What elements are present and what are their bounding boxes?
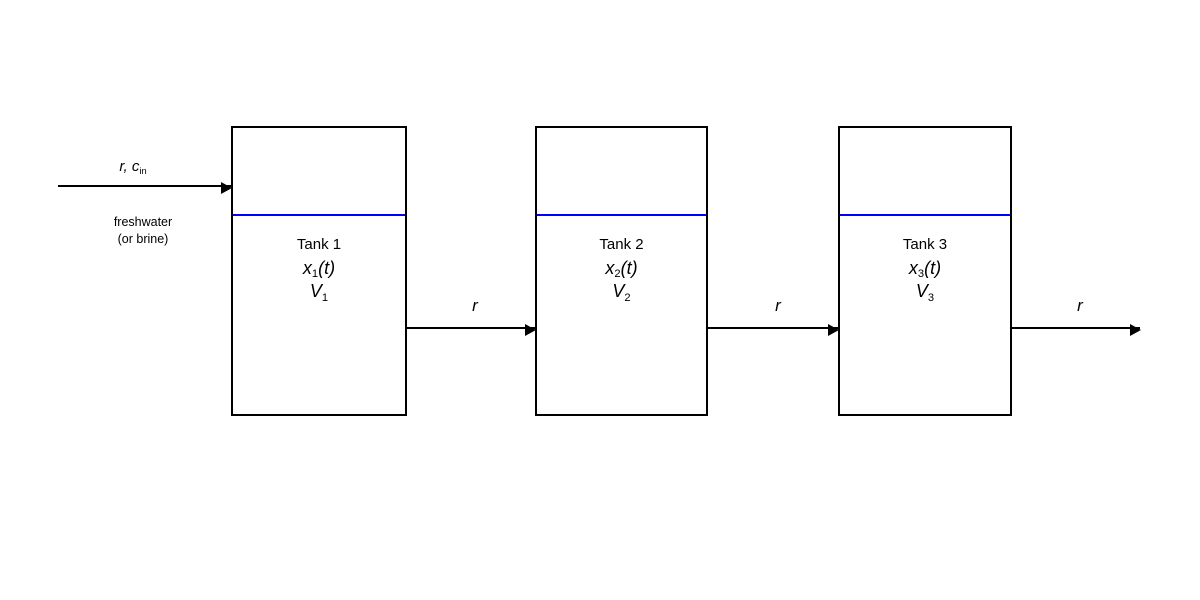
tank-2-volume: V2 bbox=[535, 281, 708, 303]
flow-label-2: r bbox=[775, 296, 781, 315]
tank-1-labels: Tank 1 x1(t) V1 bbox=[231, 236, 407, 303]
tank-3-state-symbol: x bbox=[908, 258, 918, 278]
tank-2 bbox=[535, 126, 708, 416]
tank-3-volume-symbol: V bbox=[915, 281, 928, 302]
flow-arrow-1 bbox=[407, 324, 536, 336]
tank-3-volume: V3 bbox=[838, 281, 1012, 303]
tank-1-state-variable: x1(t) bbox=[231, 259, 407, 282]
tank-2-waterline bbox=[537, 214, 706, 216]
tank-1-volume-symbol: V bbox=[309, 281, 322, 302]
inlet-source-label: freshwater (or brine) bbox=[88, 214, 198, 248]
inlet-rate-subscript: in bbox=[139, 165, 147, 176]
tank-2-state-variable: x2(t) bbox=[535, 259, 708, 282]
inlet-flow-label: r, cin bbox=[78, 158, 188, 176]
tank-2-labels: Tank 2 x2(t) V2 bbox=[535, 236, 708, 303]
tank-2-state-argument: (t) bbox=[620, 258, 638, 278]
inlet-arrow bbox=[58, 182, 232, 194]
tank-1-volume: V1 bbox=[231, 281, 407, 303]
tank-2-volume-subscript: 2 bbox=[624, 291, 631, 304]
flow-label-1: r bbox=[472, 296, 478, 315]
inlet-source-line-2: (or brine) bbox=[117, 231, 169, 246]
flow-arrow-2 bbox=[708, 324, 839, 336]
tank-2-volume-symbol: V bbox=[612, 281, 625, 302]
tank-1-state-subscript: 1 bbox=[311, 268, 319, 281]
inlet-source-line-1: freshwater bbox=[113, 215, 173, 229]
inlet-rate-text: r, c bbox=[119, 158, 140, 175]
tank-3-state-argument: (t) bbox=[924, 258, 942, 278]
tank-3 bbox=[838, 126, 1012, 416]
tank-2-state-symbol: x bbox=[605, 258, 615, 278]
tank-3-volume-subscript: 3 bbox=[927, 291, 935, 304]
tank-3-state-variable: x3(t) bbox=[838, 259, 1012, 282]
tank-2-name: Tank 2 bbox=[599, 236, 644, 253]
tank-3-labels: Tank 3 x3(t) V3 bbox=[838, 236, 1012, 303]
tank-1-state-symbol: x bbox=[302, 258, 312, 278]
tank-1 bbox=[231, 126, 407, 416]
tank-1-volume-subscript: 1 bbox=[321, 291, 329, 304]
tank-3-waterline bbox=[840, 214, 1010, 216]
tank-2-state-subscript: 2 bbox=[614, 268, 621, 281]
tank-3-name: Tank 3 bbox=[902, 236, 948, 253]
tank-1-waterline bbox=[233, 214, 405, 216]
tank-1-state-argument: (t) bbox=[318, 258, 336, 278]
outlet-arrow bbox=[1012, 324, 1141, 336]
tank-3-state-subscript: 3 bbox=[917, 268, 925, 281]
flow-label-3: r bbox=[1077, 296, 1083, 315]
tank-1-name: Tank 1 bbox=[296, 236, 342, 253]
